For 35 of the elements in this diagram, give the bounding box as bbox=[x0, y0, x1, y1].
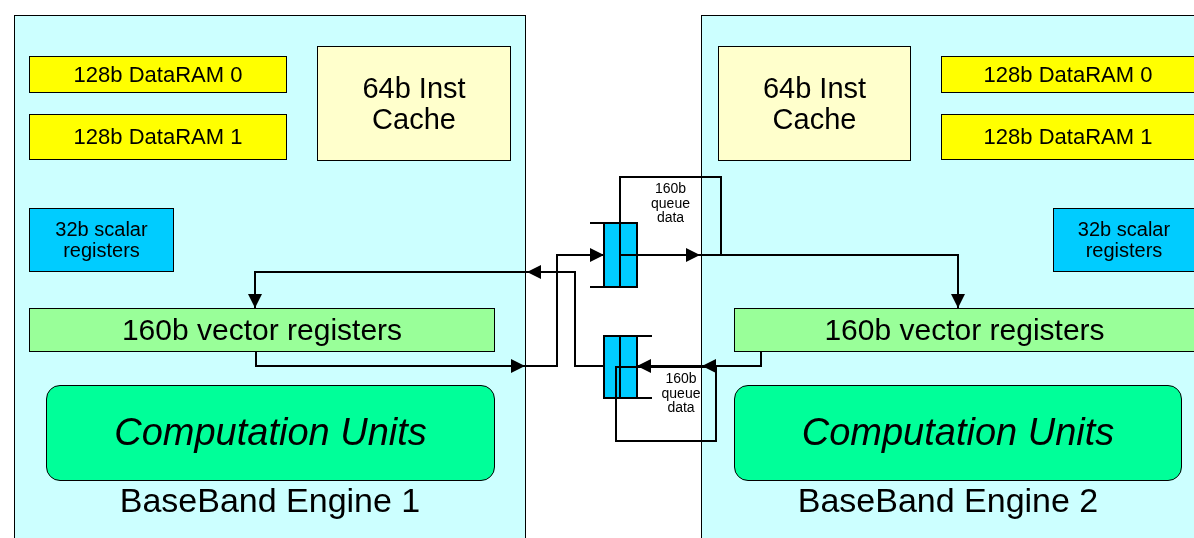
dataram-box bbox=[941, 114, 1194, 160]
box-label: 128b DataRAM 0 bbox=[983, 62, 1153, 87]
box-label: Computation Units bbox=[114, 413, 427, 453]
box-label: Computation Units bbox=[801, 413, 1115, 453]
queue-label: 160b queue data bbox=[660, 371, 702, 416]
box-label: 128b DataRAM 1 bbox=[983, 125, 1153, 149]
inst-cache-box bbox=[718, 46, 911, 161]
scalar-registers-box bbox=[29, 208, 174, 272]
engine-title: BaseBand Engine 2 bbox=[796, 483, 1100, 519]
dataram-box bbox=[941, 56, 1194, 93]
box-label: 32b scalar registers bbox=[1076, 219, 1172, 261]
vector-registers-box bbox=[734, 308, 1194, 352]
scalar-registers-box bbox=[1053, 208, 1194, 272]
engine-title: BaseBand Engine 1 bbox=[118, 483, 422, 519]
box-label: 128b DataRAM 0 bbox=[73, 62, 243, 87]
queue-label: 160b queue data bbox=[650, 181, 691, 226]
box-label: 64b Inst Cache bbox=[761, 73, 868, 134]
dataram-box bbox=[29, 56, 287, 93]
engine-panel bbox=[701, 15, 1194, 538]
connector-arrow bbox=[248, 271, 605, 367]
computation-units-box bbox=[46, 385, 495, 481]
box-label: 32b scalar registers bbox=[54, 219, 149, 261]
box-label: 128b DataRAM 1 bbox=[73, 125, 243, 149]
dataram-box bbox=[29, 114, 287, 160]
queue-symbol bbox=[604, 335, 652, 399]
queue-symbol bbox=[590, 222, 637, 288]
box-label: 64b Inst Cache bbox=[361, 73, 467, 134]
box-label: 160b vector registers bbox=[824, 314, 1105, 346]
inst-cache-box bbox=[317, 46, 511, 161]
connector-arrow bbox=[255, 248, 605, 367]
engine-panel bbox=[14, 15, 526, 538]
vector-registers-box bbox=[29, 308, 495, 352]
box-label: 160b vector registers bbox=[121, 314, 403, 346]
computation-units-box bbox=[734, 385, 1182, 481]
connector-arrow bbox=[636, 351, 762, 373]
